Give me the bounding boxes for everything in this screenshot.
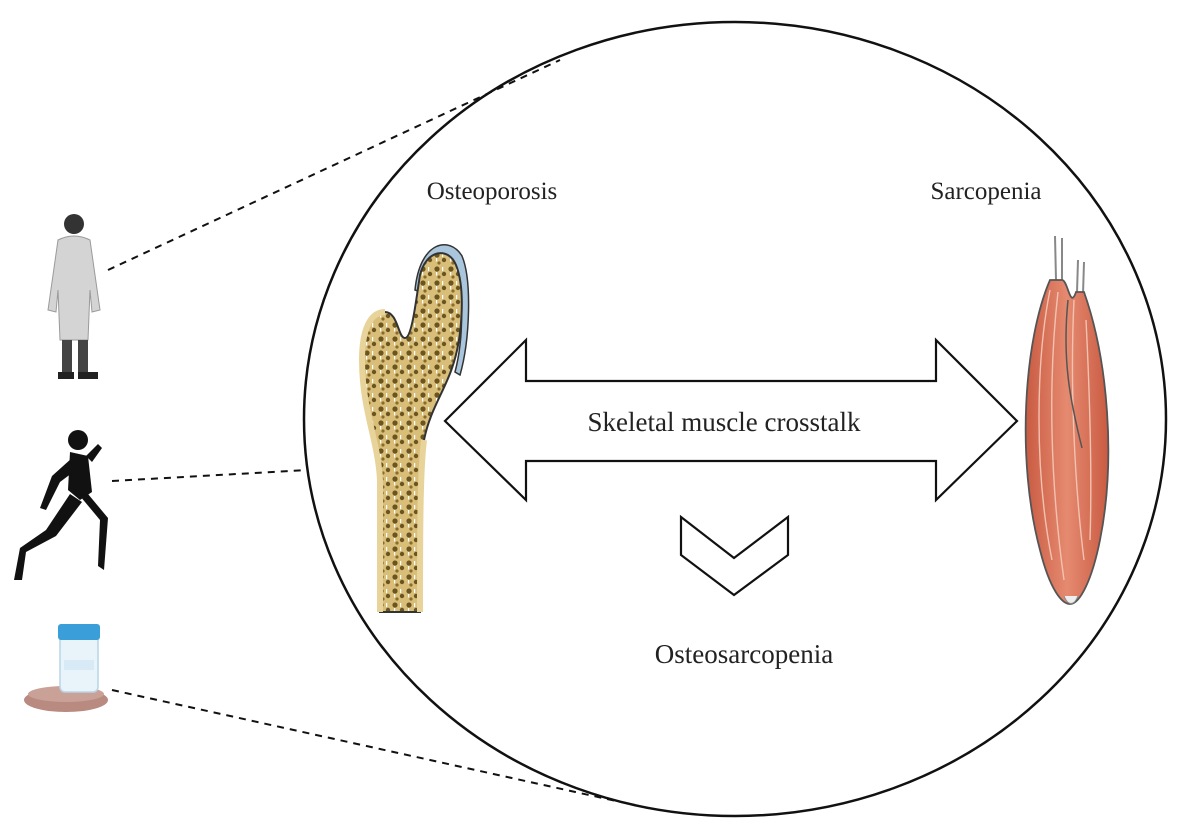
connector-line-supplement — [111, 689, 649, 809]
running-person-icon — [14, 430, 108, 580]
skeletal-muscle-icon — [1024, 235, 1110, 605]
supplement-bottle-icon — [24, 624, 108, 712]
connector-line-runner — [111, 469, 309, 482]
femur-bone-icon — [358, 244, 470, 613]
osteosarcopenia-label: Osteosarcopenia — [655, 639, 833, 669]
doctor-figure-icon — [47, 214, 101, 379]
down-chevron-icon — [679, 514, 790, 597]
crosstalk-label: Skeletal muscle crosstalk — [588, 407, 861, 437]
crosstalk-double-arrow — [443, 337, 1019, 503]
sarcopenia-label: Sarcopenia — [930, 178, 1041, 205]
zoom-circle — [302, 20, 1168, 818]
osteoporosis-label: Osteoporosis — [427, 178, 558, 205]
connector-line-doctor — [107, 59, 561, 271]
